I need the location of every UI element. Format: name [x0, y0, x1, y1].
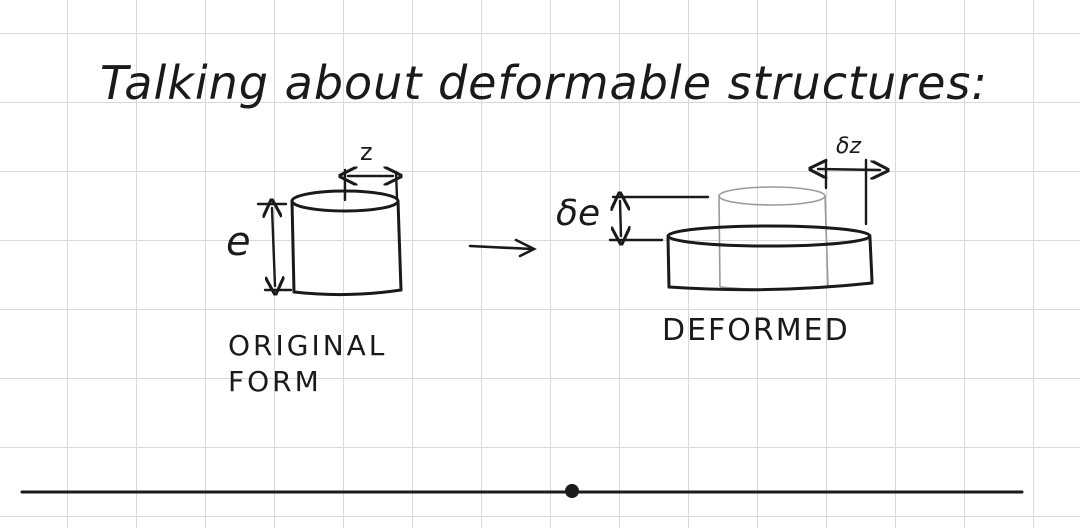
page-title: Talking about deformable structures:	[100, 56, 988, 110]
width-symbol-label: z	[360, 138, 373, 166]
height-change-symbol-label: δe	[556, 193, 601, 234]
height-dimension-arrow	[256, 204, 293, 290]
width-dimension-arrow	[345, 170, 397, 202]
height-symbol-label: e	[226, 219, 251, 265]
transform-arrow	[468, 238, 537, 258]
bottom-timeline	[20, 484, 1024, 498]
deformed-label: DEFORMED	[662, 313, 850, 348]
timeline-handle[interactable]	[565, 484, 579, 498]
original-form-label-line1: ORIGINAL	[228, 329, 388, 362]
height-change-dimension-arrow	[608, 197, 710, 240]
width-change-symbol-label: δz	[836, 134, 862, 159]
ghost-original-cylinder	[718, 186, 829, 291]
original-form-label-line2: FORM	[228, 365, 322, 398]
deformed-cylinder	[666, 224, 874, 292]
original-cylinder	[290, 189, 403, 297]
width-change-dimension-arrow	[818, 158, 880, 226]
